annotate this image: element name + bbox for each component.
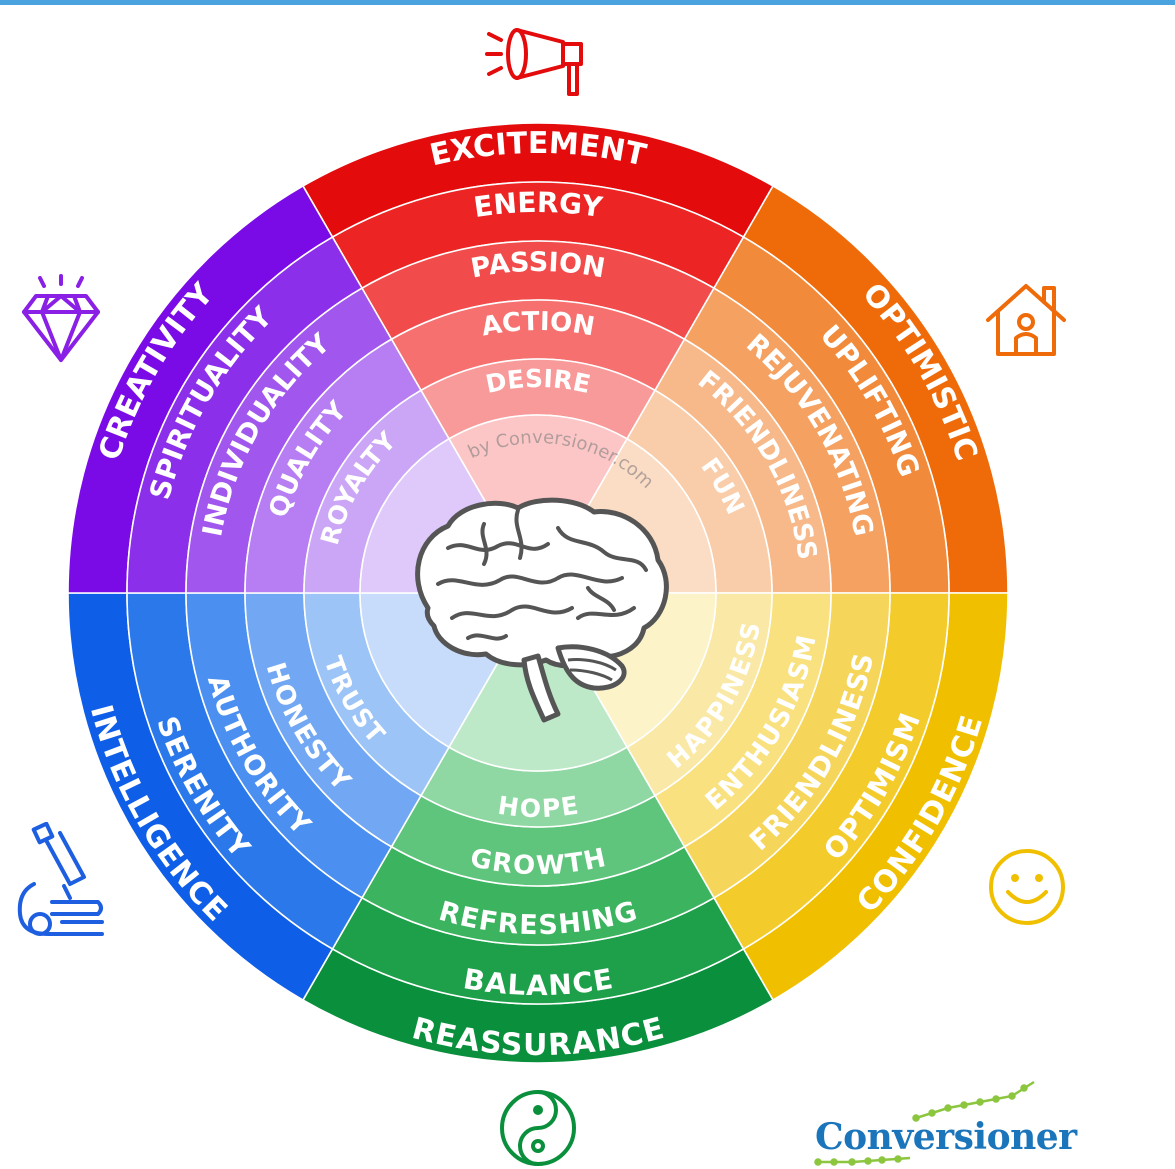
house-icon xyxy=(986,284,1066,356)
brain-icon xyxy=(415,497,669,723)
green-label-5: HOPE xyxy=(496,791,580,824)
megaphone-icon xyxy=(485,28,583,96)
microscope-icon xyxy=(17,822,104,936)
diamond-icon xyxy=(22,274,100,362)
smiley-icon xyxy=(989,849,1065,925)
segment-green xyxy=(301,591,775,1064)
logo-text: Conversioner xyxy=(815,1116,1077,1158)
yin-yang-icon xyxy=(500,1090,576,1166)
segment-yellow xyxy=(536,592,1009,1002)
red-label-4: ACTION xyxy=(479,307,597,343)
segment-red xyxy=(301,122,775,595)
top-border xyxy=(0,0,1175,5)
segment-purple xyxy=(67,184,540,594)
segment-blue xyxy=(67,592,540,1002)
conversioner-logo: Conversioner xyxy=(812,1078,1077,1168)
